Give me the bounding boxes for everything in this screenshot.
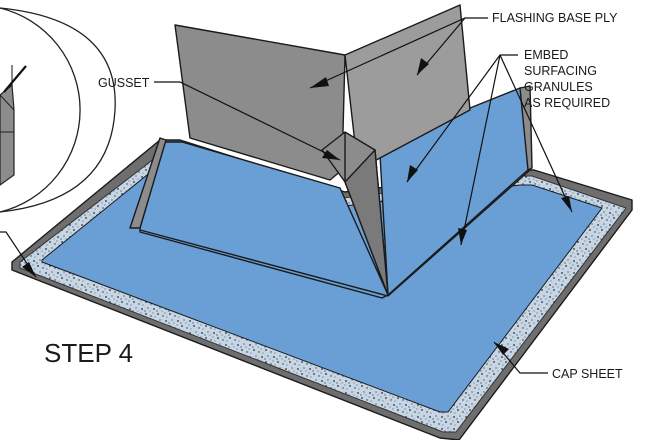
leaders	[0, 17, 573, 374]
left-upstand-face	[139, 141, 389, 299]
step-label: STEP 4	[44, 338, 133, 368]
label-cap-sheet: CAP SHEET	[552, 367, 623, 381]
label-flashing-base-ply: FLASHING BASE PLY	[492, 11, 618, 25]
label-embed-line3: GRANULES	[524, 80, 593, 94]
label-gusset: GUSSET	[98, 76, 150, 90]
right-upstand-face	[379, 87, 531, 296]
label-embed-line1: EMBED	[524, 48, 568, 62]
label-embed-line4: AS REQUIRED	[524, 96, 610, 110]
detail-callout-circle	[0, 7, 116, 213]
label-embed-line2: SURFACING	[524, 64, 597, 78]
